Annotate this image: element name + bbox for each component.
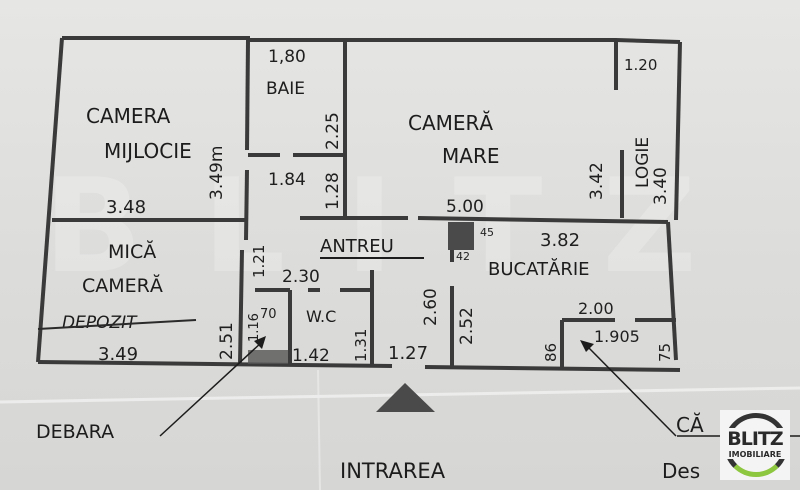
wc-height: 1.31 bbox=[352, 329, 370, 362]
depozit-crossed-label: DEPOZIT bbox=[62, 313, 138, 333]
baie-label: BAIE bbox=[266, 79, 305, 99]
mica-camera-label-1: MICĂ bbox=[108, 239, 156, 263]
wc-width: 1.42 bbox=[292, 346, 330, 366]
camera-mare-label-2: MARE bbox=[442, 144, 499, 168]
wc-label: W.C bbox=[306, 307, 336, 326]
camera-mare-label-1: CAMERĂ bbox=[408, 111, 493, 135]
bucatarie-height: 2.52 bbox=[457, 307, 477, 345]
logie-height: 3.40 bbox=[651, 167, 671, 205]
pillar-width: 45 bbox=[480, 226, 494, 239]
mica-camera-height: 2.51 bbox=[217, 322, 237, 360]
camera-mare-width: 5.00 bbox=[446, 197, 484, 217]
antreu-label: ANTREU bbox=[320, 236, 394, 257]
bucatarie-label: BUCATĂRIE bbox=[488, 258, 590, 280]
entrance-arrow-icon bbox=[376, 383, 435, 412]
logie-width: 1.20 bbox=[624, 56, 657, 74]
hall-small-height: 1.28 bbox=[323, 172, 343, 210]
camara-height-2: 75 bbox=[656, 343, 674, 362]
mica-camera-label-2: CAMERĂ bbox=[82, 273, 163, 297]
camera-mijlocie-label-2: MIJLOCIE bbox=[104, 139, 192, 163]
debara-arrow bbox=[159, 341, 263, 437]
camara-annotation: CĂ bbox=[676, 413, 704, 437]
entrance-door-width: 1.27 bbox=[388, 343, 428, 364]
debara-shading bbox=[248, 350, 288, 364]
bucatarie-width: 3.82 bbox=[540, 230, 580, 251]
logo-brand: BLITZ bbox=[722, 428, 788, 450]
debara-width: 70 bbox=[260, 307, 277, 322]
camara-width-2: 1.905 bbox=[594, 327, 640, 346]
entrance-annotation: INTRAREA bbox=[340, 459, 446, 483]
camara-width: 2.00 bbox=[578, 299, 614, 318]
pillar-height: 42 bbox=[456, 250, 470, 263]
baie-width: 1,80 bbox=[268, 47, 306, 67]
antreu-height: 1.21 bbox=[250, 245, 268, 278]
blitz-logo: BLITZ IMOBILIARE bbox=[720, 410, 790, 480]
debara-height: 1.16 bbox=[247, 313, 262, 342]
debara-annotation: DEBARA bbox=[36, 421, 114, 443]
camera-mare-height: 3.42 bbox=[587, 162, 607, 200]
logie-label: LOGIE bbox=[633, 137, 653, 188]
antreu-height-2: 2.60 bbox=[421, 288, 441, 326]
camara-sub-annotation: Des bbox=[662, 459, 700, 483]
logo-subtitle: IMOBILIARE bbox=[721, 450, 789, 459]
antreu-width: 2.30 bbox=[282, 267, 320, 287]
camara-arrow bbox=[585, 344, 677, 437]
baie-height: 2.25 bbox=[323, 112, 343, 150]
hall-small-width: 1.84 bbox=[268, 170, 306, 190]
camera-mijlocie-label-1: CAMERA bbox=[86, 104, 171, 128]
pillar bbox=[448, 222, 474, 250]
mica-camera-width: 3.49 bbox=[98, 344, 138, 365]
watermark: BLITZ bbox=[43, 150, 757, 302]
camera-mijlocie-height: 3.49m bbox=[207, 146, 227, 200]
camera-mijlocie-width: 3.48 bbox=[106, 197, 146, 218]
walls bbox=[36, 36, 682, 372]
camara-height: 86 bbox=[542, 343, 560, 362]
